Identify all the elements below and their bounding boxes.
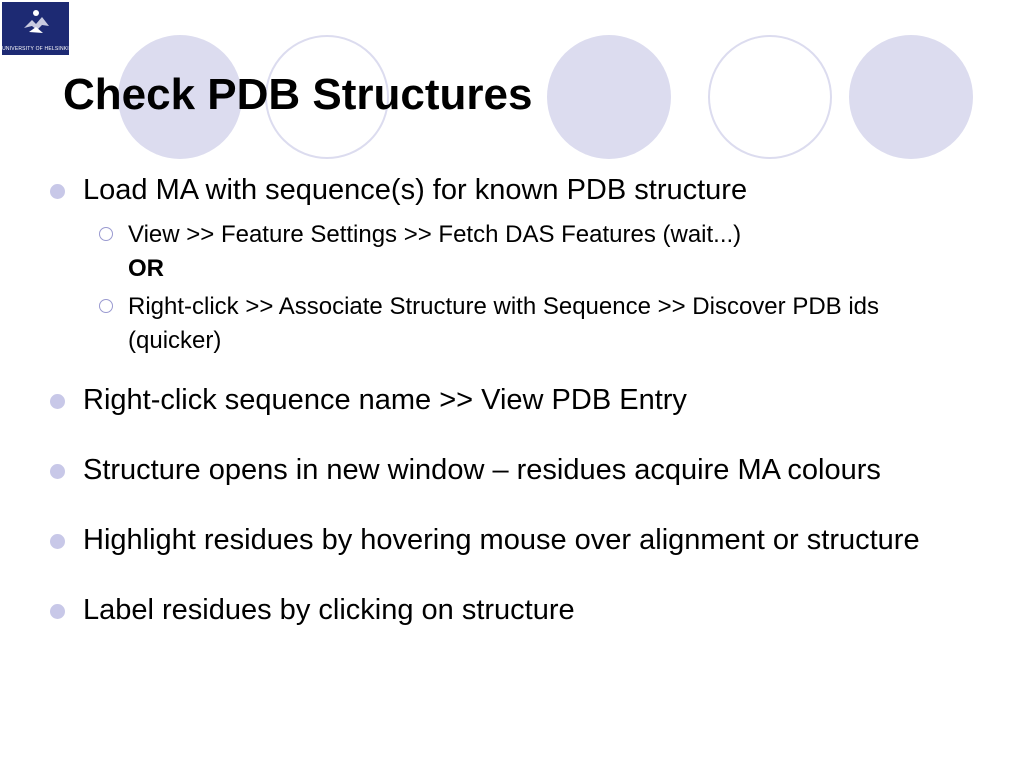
bullet-dot-icon [50,184,65,199]
university-seal-icon [24,10,49,33]
bullet-dot-icon [50,604,65,619]
bullet-text: Structure opens in new window – residues… [83,454,881,486]
sub-bullet-item: View >> Feature Settings >> Fetch DAS Fe… [83,218,968,286]
slide-title: Check PDB Structures [63,70,533,119]
sub-bullet-ring-icon [99,299,113,313]
bullet-item: Structure opens in new window – residues… [48,452,943,488]
bullet-text: Highlight residues by hovering mouse ove… [83,524,920,556]
sub-bullet-text: View >> Feature Settings >> Fetch DAS Fe… [128,221,742,248]
bullet-text: Right-click sequence name >> View PDB En… [83,384,687,416]
decor-circle-2 [265,35,389,159]
slide-content: Load MA with sequence(s) for known PDB s… [48,172,968,628]
sub-bullet-emphasis: OR [128,255,164,282]
bullet-item: Label residues by clicking on structure [48,592,968,628]
sub-bullet-list: View >> Feature Settings >> Fetch DAS Fe… [48,218,968,358]
decor-circle-3 [547,35,671,159]
bullet-dot-icon [50,394,65,409]
logo-caption: UNIVERSITY OF HELSINKI [2,46,69,52]
bullet-item: Right-click sequence name >> View PDB En… [48,382,968,418]
bullet-text: Load MA with sequence(s) for known PDB s… [83,174,748,206]
bullet-dot-icon [50,464,65,479]
decor-circle-5 [849,35,973,159]
decor-circle-4 [708,35,832,159]
sub-bullet-item: Right-click >> Associate Structure with … [83,290,968,358]
bullet-item: Load MA with sequence(s) for known PDB s… [48,172,968,358]
bullet-item: Highlight residues by hovering mouse ove… [48,522,963,558]
bullet-text: Label residues by clicking on structure [83,594,575,626]
sub-bullet-text: Right-click >> Associate Structure with … [128,293,880,354]
bullet-dot-icon [50,534,65,549]
decor-circle-1 [118,35,242,159]
university-logo: UNIVERSITY OF HELSINKI [2,2,69,55]
sub-bullet-ring-icon [99,227,113,241]
